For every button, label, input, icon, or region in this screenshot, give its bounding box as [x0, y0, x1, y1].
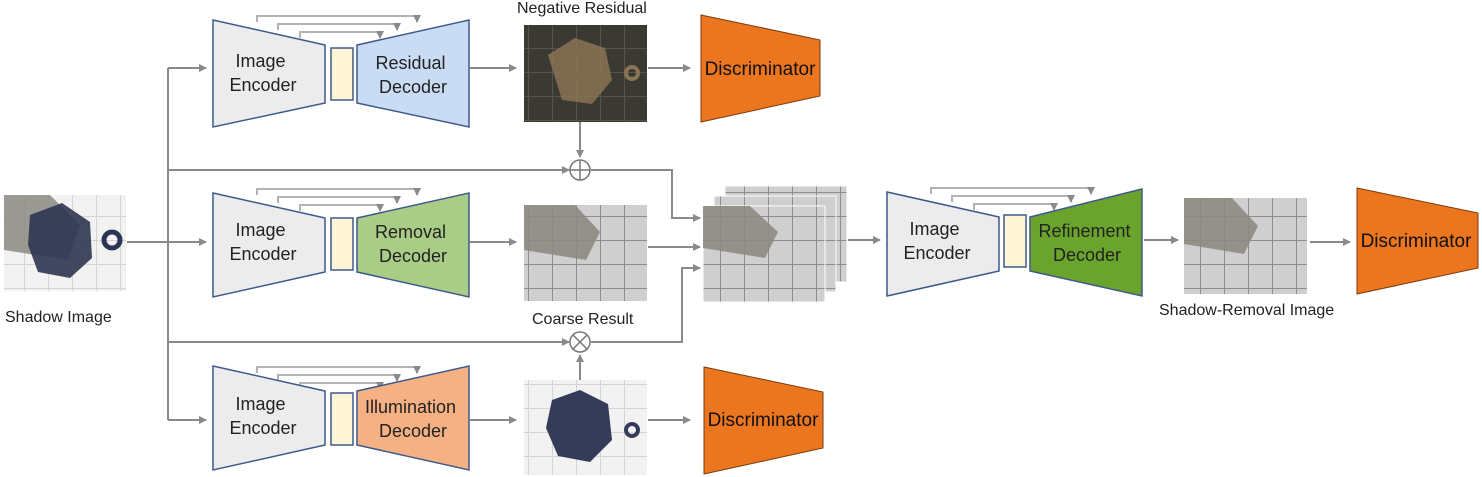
refinement-encoder-label: Image Encoder [903, 219, 970, 263]
illumination-decoder-block [356, 365, 470, 471]
arrow-add-to-stack [591, 169, 701, 222]
shadow-removal-output-image [1184, 198, 1307, 294]
negative-residual-image [524, 25, 647, 122]
removal-decoder-block [356, 192, 470, 298]
discriminator-bottom: Discriminator [703, 366, 824, 475]
residual-encoder-label: Image Encoder [229, 51, 296, 95]
illumination-bottleneck [330, 392, 354, 446]
connections [127, 64, 1351, 424]
multiply-operator [569, 331, 591, 353]
residual-decoder-block [356, 19, 470, 128]
refinement-branch: Image Encoder Refinement Decoder [886, 188, 1143, 297]
discriminator-top-label: Discriminator [705, 59, 817, 80]
coarse-result-image [524, 205, 647, 301]
illumination-decoder-label: Illumination Decoder [365, 397, 461, 441]
refinement-encoder-block [886, 191, 1000, 297]
concatenated-image-stack [702, 185, 848, 303]
residual-encoder-block [212, 19, 326, 128]
removal-encoder-label: Image Encoder [229, 220, 296, 264]
removal-branch: Image Encoder Removal Decoder [212, 192, 470, 298]
refinement-bottleneck [1003, 214, 1027, 268]
discriminator-final-block [1356, 187, 1479, 295]
shadow-image-thumbnail [4, 195, 126, 291]
residual-decoder-label: Residual Decoder [375, 53, 450, 97]
shadow-removal-image-caption: Shadow-Removal Image [1159, 302, 1334, 319]
coarse-result-caption: Coarse Result [532, 311, 634, 328]
discriminator-final: Discriminator [1356, 187, 1479, 295]
discriminator-bottom-label: Discriminator [708, 410, 820, 431]
arrow-multiply-to-stack [591, 264, 701, 343]
illumination-map-image [524, 380, 647, 475]
refinement-decoder-label: Refinement Decoder [1038, 221, 1135, 265]
add-operator [569, 159, 591, 181]
refinement-decoder-block [1029, 188, 1143, 297]
negative-residual-caption: Negative Residual [517, 0, 647, 17]
residual-bottleneck [330, 47, 354, 101]
illumination-encoder-block [212, 365, 326, 471]
illumination-branch: Image Encoder Illumination Decoder [212, 365, 470, 471]
illumination-encoder-label: Image Encoder [229, 394, 296, 438]
discriminator-top: Discriminator [700, 14, 821, 123]
residual-branch: Image Encoder Residual Decoder [212, 19, 470, 128]
discriminator-final-label: Discriminator [1361, 231, 1473, 252]
removal-decoder-label: Removal Decoder [375, 222, 451, 266]
discriminator-bottom-block [703, 366, 824, 475]
removal-encoder-block [212, 192, 326, 298]
shadow-image-caption: Shadow Image [5, 309, 112, 326]
discriminator-top-block [700, 14, 821, 123]
removal-bottleneck [330, 217, 354, 271]
